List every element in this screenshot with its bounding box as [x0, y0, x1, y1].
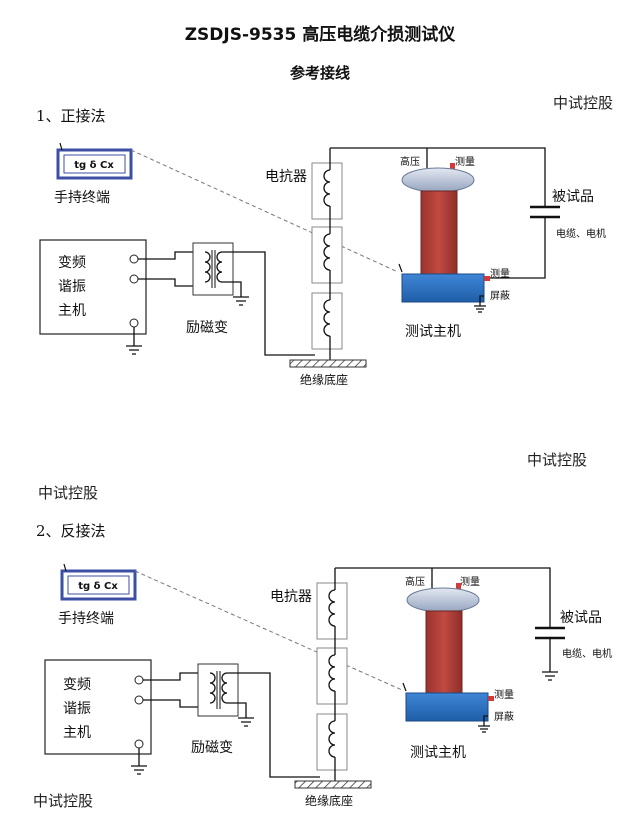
main-unit-label-line1: 变频	[58, 255, 86, 271]
antenna-icon	[63, 563, 67, 572]
tester-hv-cap	[406, 587, 480, 613]
antenna-icon	[402, 682, 407, 692]
antenna-icon	[398, 263, 403, 273]
measure-top-label: 测量	[455, 155, 475, 168]
tester-base	[405, 692, 489, 722]
reactor-unit	[316, 647, 348, 705]
base-label: 绝缘底座	[305, 793, 353, 808]
ground-icon	[227, 702, 254, 727]
transformer-primary-coil	[204, 251, 211, 283]
main-unit-label-line3: 主机	[58, 303, 86, 319]
tester-base	[401, 273, 485, 303]
sample-sublabel: 电缆、电机	[556, 227, 606, 240]
main-unit-label-line2: 谐振	[63, 701, 91, 717]
measure-side-label: 测量	[494, 688, 514, 701]
transformer-secondary-coil	[216, 251, 223, 283]
exciter-label: 励磁变	[186, 320, 228, 336]
section-positive-connection: 1、正接法 tg δ Cx 手持终端 变频 谐振 主机 励磁变 电抗器	[36, 107, 606, 387]
output-terminal	[134, 675, 144, 685]
measure-terminal-red	[456, 583, 461, 589]
main-unit-label-line1: 变频	[63, 677, 91, 693]
output-terminal	[129, 274, 139, 284]
sample-label: 被试品	[560, 610, 602, 626]
reactor-unit	[311, 226, 343, 284]
sample-sublabel: 电缆、电机	[562, 647, 612, 660]
tester-hv-column	[425, 610, 463, 695]
reactor-unit	[316, 713, 348, 771]
output-terminal	[134, 695, 144, 705]
watermark-text: 中试控股	[38, 484, 98, 502]
section-reverse-connection: 2、反接法 tg δ Cx 手持终端 变频 谐振 主机 励磁变 电抗器	[36, 522, 612, 808]
watermark-text: 中试控股	[553, 94, 613, 112]
watermark-text: 中试控股	[527, 451, 587, 469]
shield-label: 屏蔽	[494, 711, 514, 723]
insulating-base	[294, 780, 372, 789]
terminal-label: 手持终端	[54, 190, 110, 206]
transformer-primary-coil	[209, 672, 216, 704]
shield-label: 屏蔽	[490, 290, 510, 302]
measure-side-label: 测量	[490, 267, 510, 280]
output-terminal	[129, 254, 139, 264]
reactor-unit	[311, 292, 343, 350]
ground-icon	[126, 327, 142, 355]
resonance-main-unit	[39, 239, 147, 335]
tester-hv-cap	[401, 167, 475, 193]
ground-icon	[131, 748, 147, 775]
reactor-unit	[311, 162, 343, 220]
tester-hv-column	[420, 190, 458, 276]
transformer-secondary-coil	[221, 672, 228, 704]
ground-icon	[478, 715, 490, 733]
ground-terminal	[129, 318, 139, 328]
footer-watermark: 搜狐号@中试旭旭谈时尚	[453, 798, 596, 814]
measure-terminal-red	[450, 163, 455, 169]
reactor-unit	[316, 582, 348, 640]
terminal-label: 手持终端	[58, 611, 114, 627]
measure-top-label: 测量	[460, 575, 480, 588]
terminal-screen-text: tg δ Cx	[74, 160, 114, 171]
ground-terminal	[134, 739, 144, 749]
watermark-text: 中试控股	[33, 792, 93, 810]
resonance-main-unit	[44, 659, 152, 755]
exciter-label: 励磁变	[191, 740, 233, 756]
reactor-label: 电抗器	[270, 589, 312, 605]
section-heading: 2、反接法	[36, 522, 106, 540]
base-label: 绝缘底座	[300, 372, 348, 387]
tester-label: 测试主机	[410, 745, 466, 761]
measure-side-terminal	[488, 696, 494, 701]
hv-label: 高压	[400, 155, 420, 168]
terminal-screen	[67, 575, 130, 595]
exciter-transformer	[192, 242, 234, 296]
reactor-stack	[311, 148, 343, 360]
wireless-link	[134, 570, 403, 691]
terminal-screen	[63, 154, 126, 174]
reactor-label: 电抗器	[265, 169, 307, 185]
sample-label: 被试品	[552, 189, 594, 205]
tester-label: 测试主机	[405, 324, 461, 340]
page-title: ZSDJS-9535 高压电缆介损测试仪	[185, 24, 457, 45]
ground-icon	[222, 281, 249, 306]
ground-icon	[474, 295, 486, 313]
insulating-base	[289, 359, 367, 368]
measure-side-terminal	[484, 276, 490, 281]
main-unit-label-line3: 主机	[63, 725, 91, 741]
ground-icon	[542, 638, 558, 681]
antenna-icon	[59, 142, 63, 151]
hv-label: 高压	[405, 575, 425, 588]
reactor-stack	[316, 568, 348, 781]
exciter-transformer	[197, 663, 239, 717]
section-heading: 1、正接法	[36, 107, 106, 125]
main-unit-label-line2: 谐振	[58, 279, 86, 295]
terminal-screen-text: tg δ Cx	[78, 581, 118, 592]
page-subtitle: 参考接线	[290, 64, 350, 82]
